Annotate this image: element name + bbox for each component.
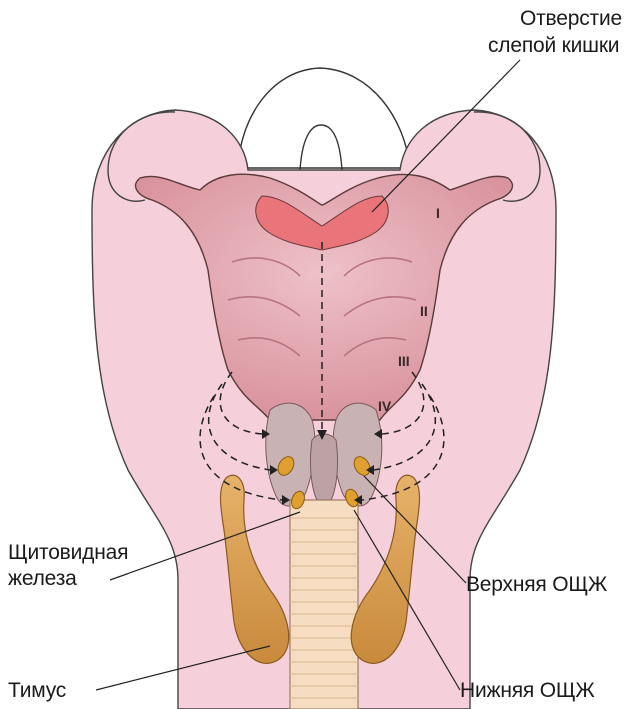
lower-parathyroid-label: Нижняя ОЩЖ <box>460 678 595 703</box>
head-outline <box>238 68 410 168</box>
thymus-label: Тимус <box>8 678 66 703</box>
upper-parathyroid-label: Верхняя ОЩЖ <box>466 572 607 597</box>
blind-foramen-label-line2: слепой кишки <box>488 33 619 58</box>
pouch-ii-label: II <box>420 303 428 319</box>
pouch-iii-label: III <box>398 353 410 369</box>
blind-foramen-label-line1: Отверстие <box>520 6 622 31</box>
trachea <box>290 500 358 709</box>
pouch-i-label: I <box>436 205 440 221</box>
thyroid-label-line1: Щитовидная <box>8 540 128 565</box>
thyroid-label-line2: железа <box>8 566 77 591</box>
pouch-iv-label: IV <box>378 398 391 414</box>
